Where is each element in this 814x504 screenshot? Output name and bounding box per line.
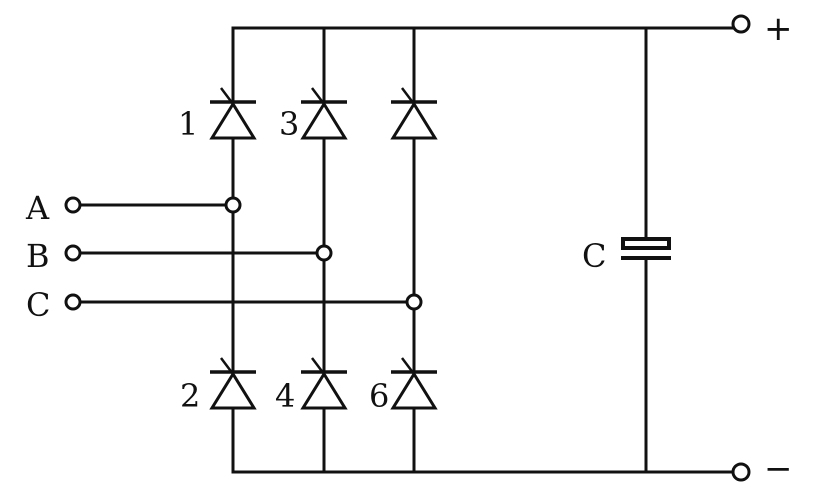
input-label-c: C bbox=[26, 286, 50, 324]
thyristor-3 bbox=[300, 87, 348, 140]
output-label-positive: + bbox=[764, 9, 793, 49]
thyristor-label-2: 2 bbox=[180, 377, 200, 415]
capacitor-label: C bbox=[582, 237, 606, 275]
input-terminal-c bbox=[64, 293, 82, 311]
node-c bbox=[405, 293, 423, 311]
thyristor-1 bbox=[209, 87, 257, 140]
output-terminal-negative bbox=[731, 462, 751, 482]
thyristor-label-3: 3 bbox=[279, 105, 299, 143]
thyristor-5 bbox=[390, 87, 438, 140]
thyristor-2 bbox=[209, 357, 257, 410]
input-terminal-b bbox=[64, 244, 82, 262]
input-label-a: A bbox=[25, 189, 50, 227]
thyristor-label-1: 1 bbox=[178, 105, 198, 143]
output-label-negative: − bbox=[764, 449, 793, 489]
input-terminal-a bbox=[64, 196, 82, 214]
input-label-b: B bbox=[26, 237, 50, 275]
capacitor bbox=[621, 26, 671, 474]
thyristor-label-6: 6 bbox=[369, 377, 389, 415]
node-b bbox=[315, 244, 333, 262]
output-terminal-positive bbox=[731, 14, 751, 34]
node-a bbox=[224, 196, 242, 214]
thyristor-6 bbox=[390, 357, 438, 410]
thyristor-label-4: 4 bbox=[275, 377, 295, 415]
thyristor-4 bbox=[300, 357, 348, 410]
